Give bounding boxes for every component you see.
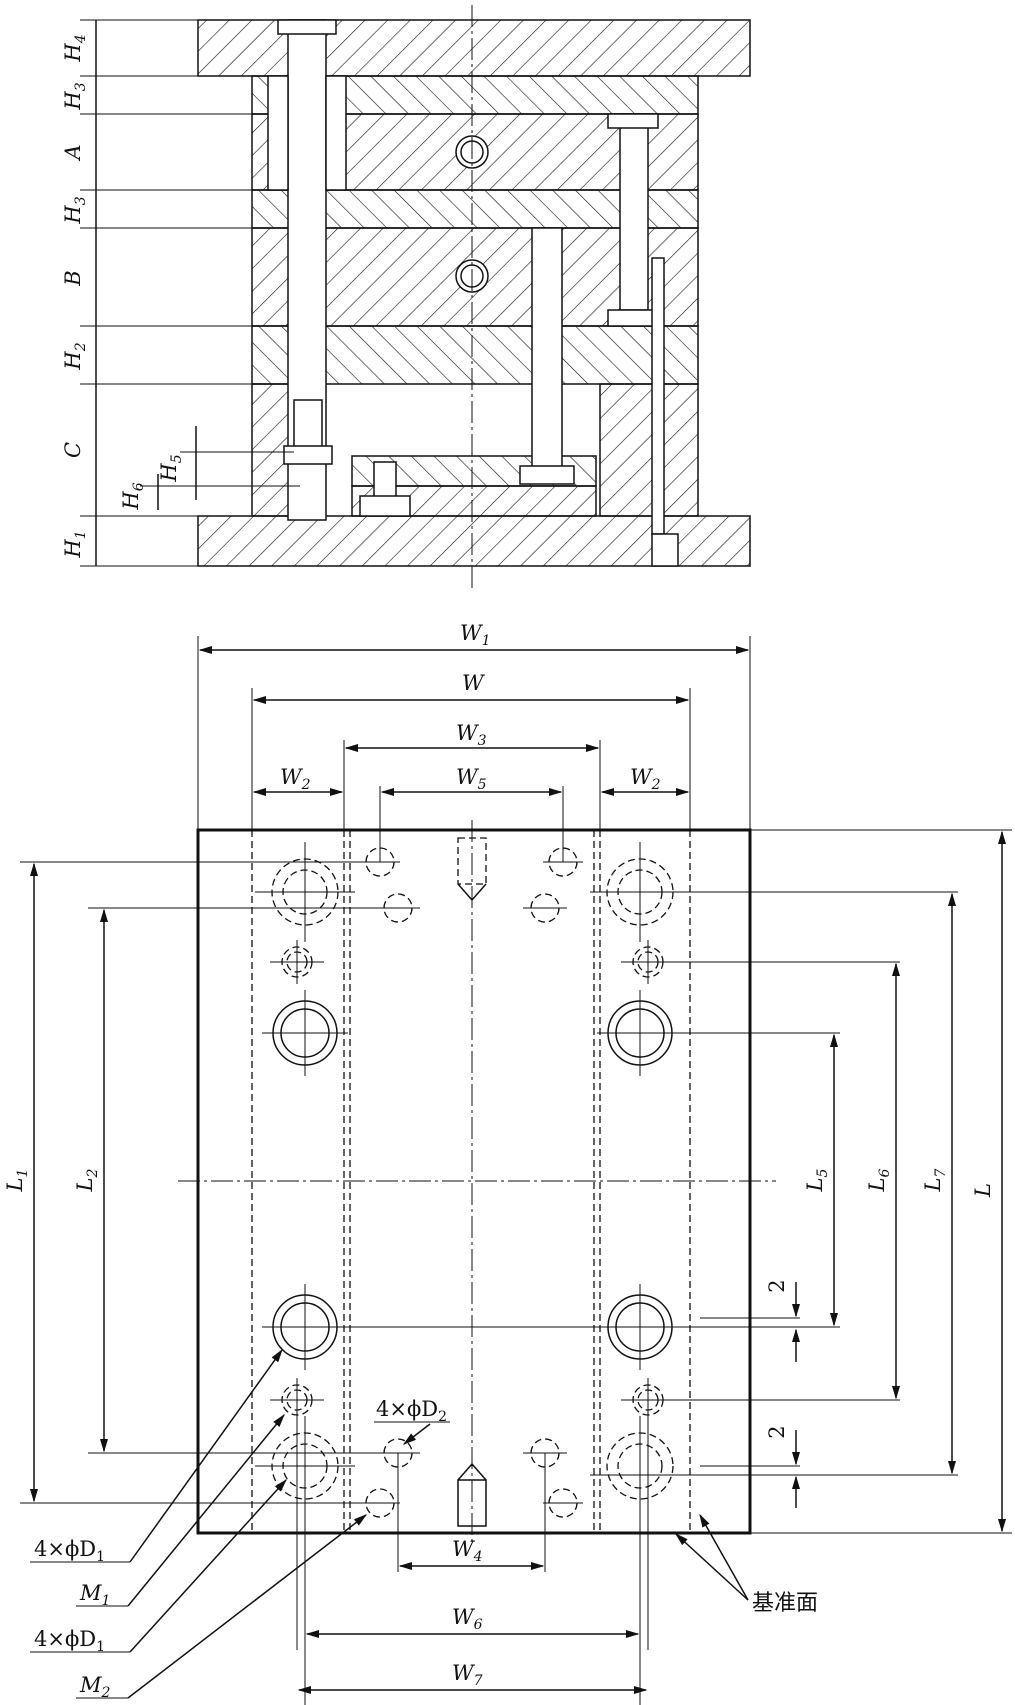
datum-label: 基准面 — [752, 1591, 818, 1616]
return-pin-head — [519, 465, 575, 485]
label-w2-left: W2 — [280, 765, 311, 793]
label-w4: W4 — [452, 1537, 483, 1565]
callout-4xd1-b: 4×ϕD1 — [34, 1627, 105, 1655]
left-length-dimensions — [20, 861, 376, 1504]
ejector-screw-head — [359, 495, 411, 517]
label-h5: H5 — [157, 454, 185, 482]
label-l6: L6 — [865, 1168, 893, 1192]
ejector-screw — [373, 461, 397, 499]
guide-holes — [262, 990, 840, 1370]
label-l5: L5 — [803, 1168, 831, 1192]
guide-bush-right-top — [607, 113, 659, 129]
support-pillar-right-foot — [651, 533, 679, 567]
label-w6: W6 — [452, 1605, 483, 1633]
label-h2: H2 — [61, 342, 89, 370]
section-view: H4 H3 A H3 B H2 C H6 H5 H1 — [61, 5, 751, 590]
callout-m2: M2 — [79, 1673, 111, 1701]
label-h3-mid: H3 — [61, 196, 89, 224]
label-w2-right: W2 — [630, 765, 661, 793]
label-h1: H1 — [61, 530, 89, 558]
guide-bush-right-head — [607, 309, 659, 327]
bottom-width-dimensions — [296, 1400, 649, 1705]
label-l2: L2 — [73, 1168, 101, 1192]
label-h6: H6 — [119, 482, 147, 510]
callout-leaders — [30, 1348, 749, 1699]
hidden-counterbores — [255, 837, 958, 1527]
label-b: B — [61, 270, 85, 286]
label-h4: H4 — [61, 34, 89, 62]
label-l: L — [971, 1183, 995, 1198]
guide-pillar-right — [619, 113, 649, 311]
offset-label-top: 2 — [765, 1279, 789, 1292]
label-l7: L7 — [921, 1168, 949, 1192]
label-w7: W7 — [452, 1661, 483, 1689]
guide-bush-left-r — [325, 75, 347, 191]
guide-pillar-head — [277, 19, 337, 35]
socket-screw-left-head — [283, 445, 333, 465]
return-pin — [531, 227, 563, 469]
label-w3: W3 — [456, 721, 487, 749]
callout-4xd1-a: 4×ϕD1 — [34, 1537, 105, 1565]
label-l1: L1 — [3, 1169, 31, 1193]
support-pillar-right — [651, 257, 665, 535]
label-w5: W5 — [456, 765, 487, 793]
label-h3-top: H3 — [61, 82, 89, 110]
label-c: C — [61, 442, 85, 458]
callout-m1: M1 — [79, 1581, 110, 1609]
offset-label-bottom: 2 — [765, 1425, 789, 1438]
height-extension-lines — [80, 19, 300, 567]
callout-4xd2: 4×ϕD2 — [376, 1397, 447, 1425]
label-a: A — [61, 144, 85, 161]
right-length-dimensions — [700, 829, 1012, 1534]
label-w1: W1 — [460, 621, 491, 649]
plan-view: W1 W W3 W2 W5 W2 W4 W6 W7 L1 L2 — [3, 621, 1012, 1705]
label-w: W — [462, 671, 486, 695]
width-dimensions — [197, 636, 751, 862]
spacer-block-right — [599, 383, 699, 517]
guide-bush-left — [267, 75, 289, 191]
